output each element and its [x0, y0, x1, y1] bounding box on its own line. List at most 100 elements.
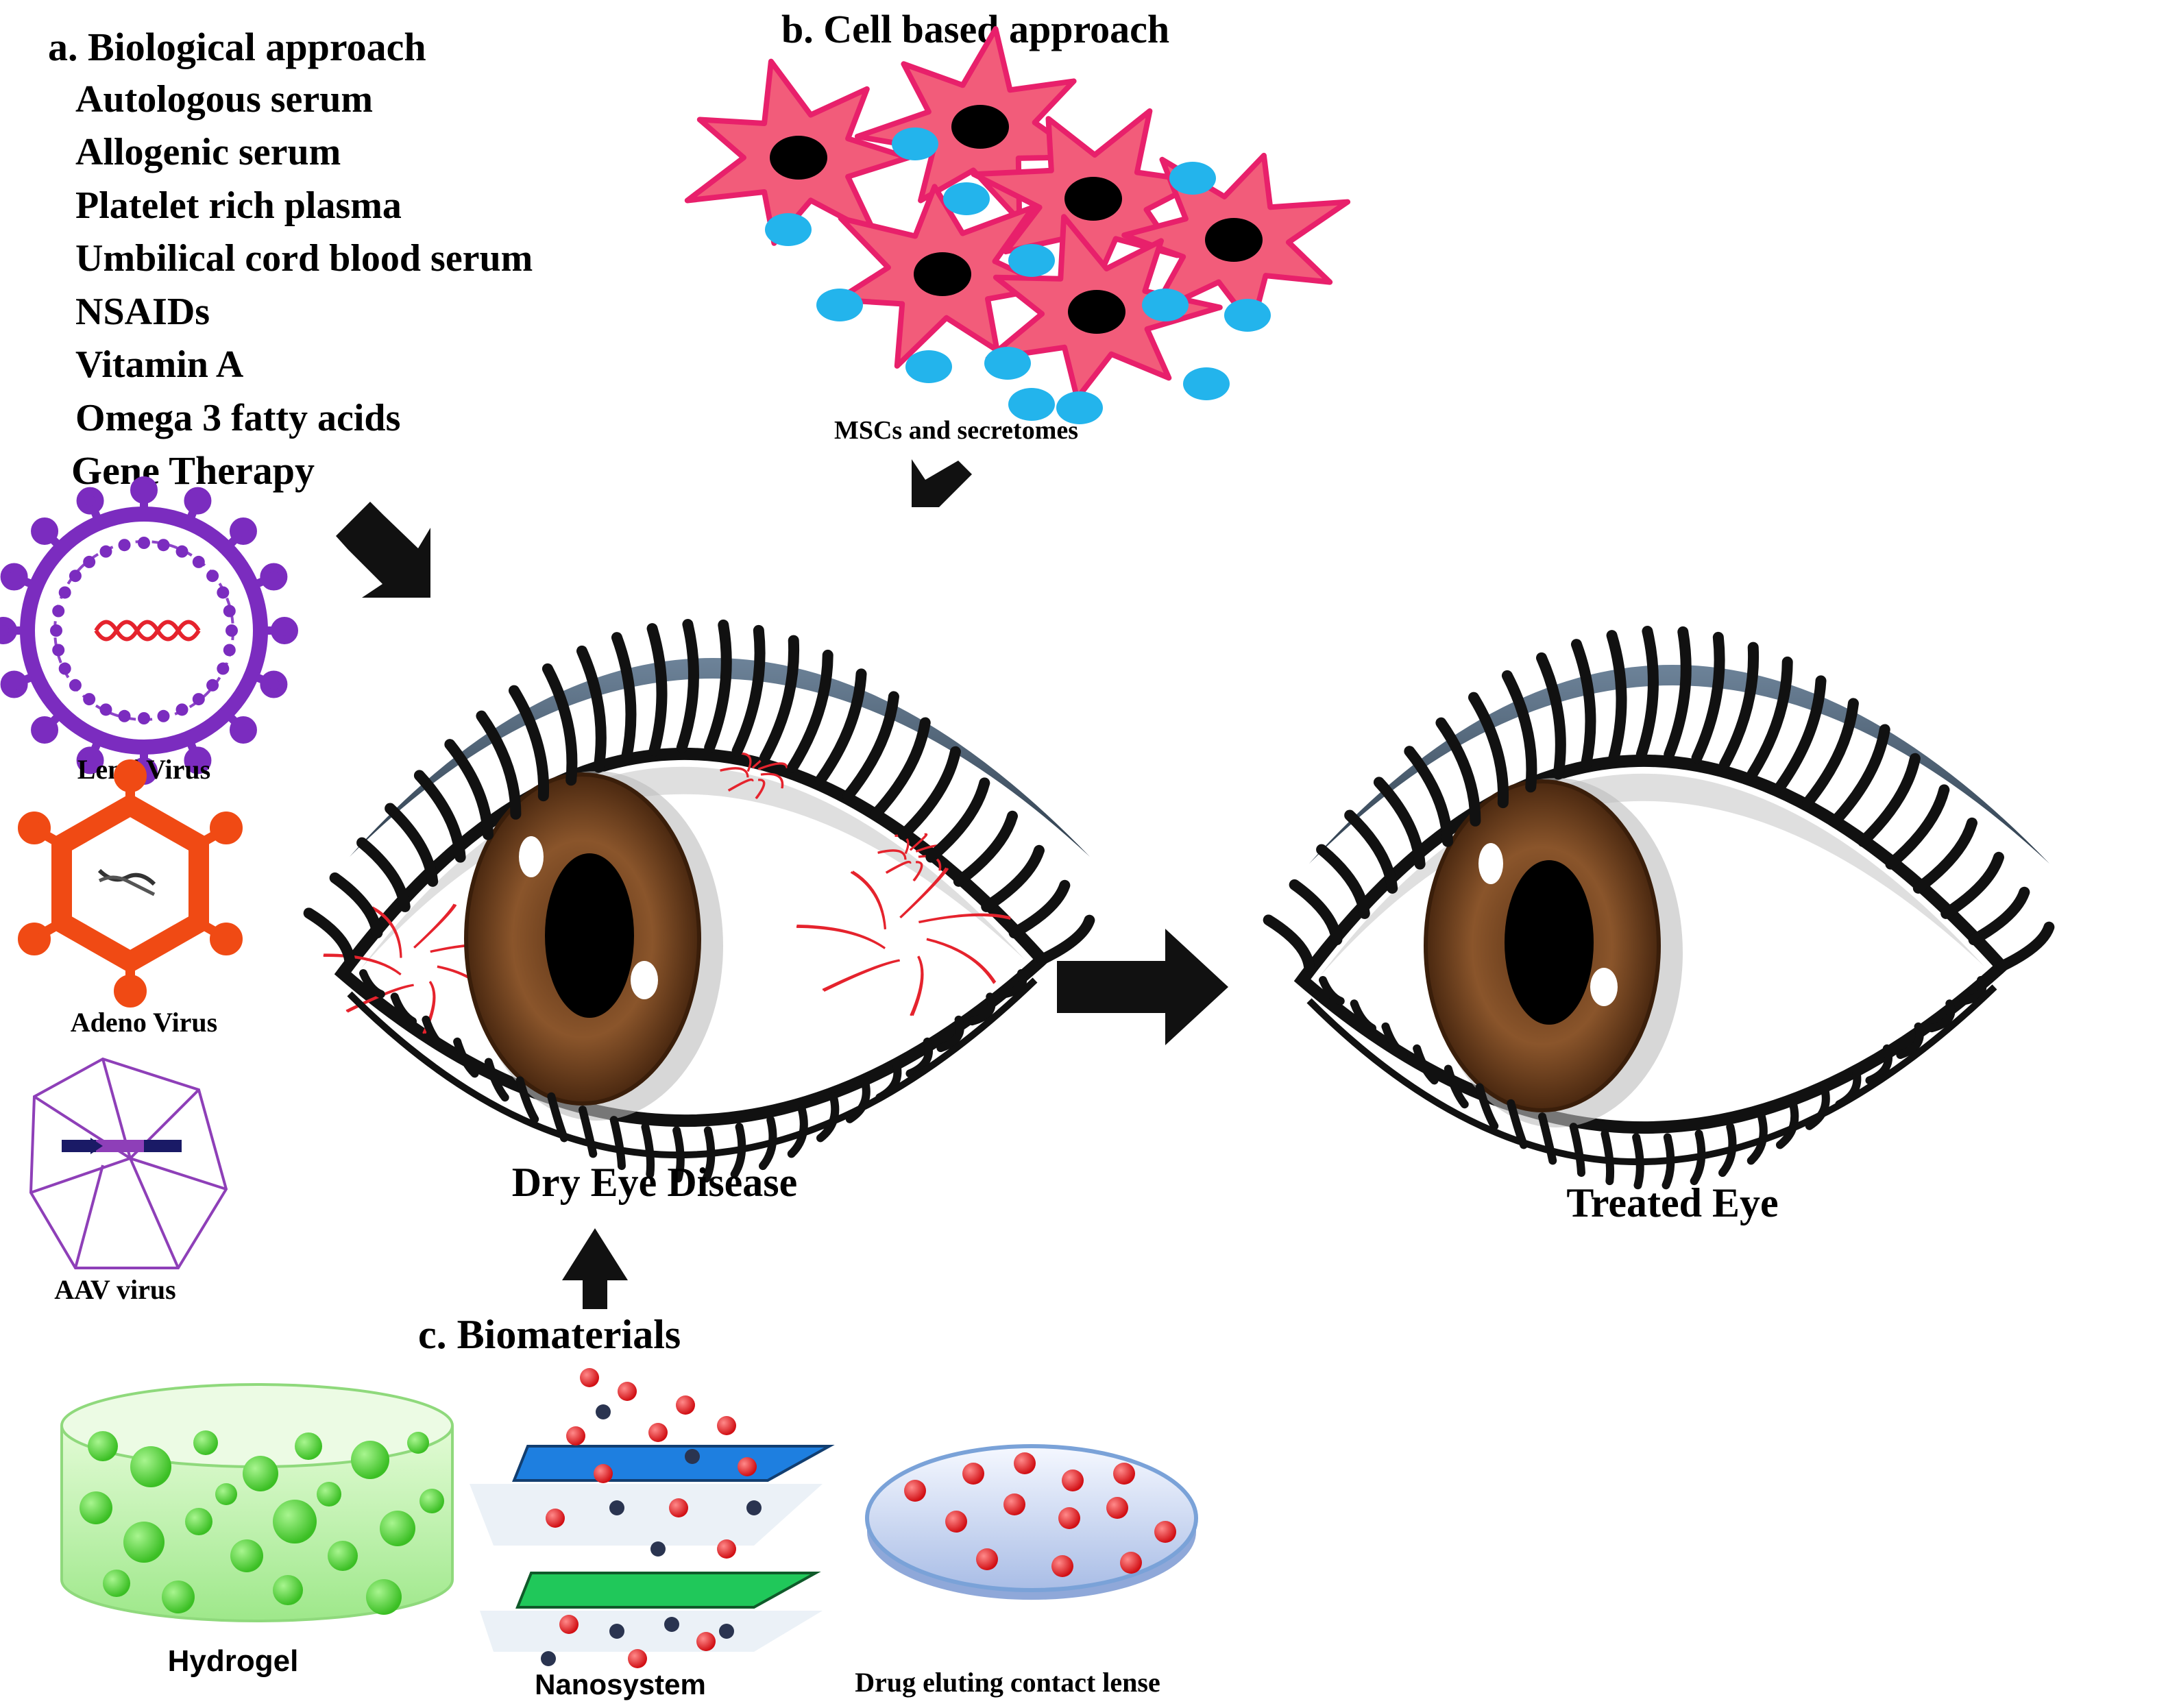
nanoparticle-drug [676, 1395, 695, 1415]
nanoparticle-carrier [650, 1541, 666, 1557]
hydrogel-bead [351, 1441, 389, 1479]
bio-item-vitamin-a: Vitamin A [75, 343, 244, 386]
lens-drug-particle [945, 1511, 967, 1533]
hydrogel-bead [193, 1430, 218, 1455]
nanoparticle-carrier [746, 1500, 762, 1515]
arrow-cells-to-eye [912, 459, 972, 507]
aav-virus-icon [29, 1057, 228, 1269]
lower-lid-line [347, 977, 1038, 1158]
lenti-virus-icon [0, 476, 298, 785]
hydrogel-bead [419, 1489, 444, 1513]
arrow-to-treated-eye [1057, 929, 1228, 1045]
nanoparticle-carrier [719, 1624, 734, 1639]
gene-therapy-label: Gene Therapy [71, 448, 315, 493]
dry-eye-disease-label: Dry Eye Disease [512, 1160, 798, 1205]
hydrogel-bead [243, 1456, 278, 1491]
lens-drug-particle [1062, 1469, 1084, 1491]
bio-item-prp: Platelet rich plasma [75, 184, 402, 227]
hydrogel-bead [328, 1541, 358, 1571]
biological-approach-list: a. Biological approach Autologous serum … [48, 25, 533, 493]
lens-drug-particle [1120, 1552, 1142, 1574]
treated-eye-label: Treated Eye [1566, 1180, 1778, 1225]
hydrogel-bead [162, 1581, 195, 1613]
hydrogel-bead [366, 1579, 402, 1615]
biological-approach-title: a. Biological approach [48, 25, 426, 69]
eye-highlight [1590, 968, 1618, 1006]
secretome-vesicle [816, 289, 863, 321]
secretome-vesicles [765, 127, 1271, 424]
nanoparticle-drug [594, 1464, 613, 1483]
msc-nucleus [951, 105, 1009, 149]
nanosystem-label: Nanosystem [535, 1668, 706, 1700]
pupil [545, 853, 634, 1018]
hydrogel-bead [130, 1446, 171, 1487]
hydrogel-bead [88, 1431, 118, 1461]
hydrogel-bead [380, 1511, 415, 1546]
dry-eye-illustration [303, 618, 1095, 1183]
nanosystem-icon [470, 1368, 835, 1668]
nanoparticle-carrier [609, 1500, 624, 1515]
contact-lens-label: Drug eluting contact lense [855, 1667, 1160, 1698]
bio-item-allogenic: Allogenic serum [75, 131, 341, 173]
msc-nucleus [1205, 218, 1263, 262]
secretome-vesicle [905, 350, 952, 383]
hydrogel-bead [215, 1483, 237, 1505]
hydrogel-bead [80, 1491, 112, 1524]
nanoparticle-drug [717, 1416, 736, 1435]
eye-highlight [1478, 843, 1503, 884]
nanoparticle-carrier [541, 1651, 556, 1666]
lens-drug-particle [1154, 1521, 1176, 1543]
secretome-vesicle [1008, 388, 1055, 421]
bio-item-nsaids: NSAIDs [75, 291, 210, 333]
upper-eyelashes [303, 618, 1095, 965]
hydrogel-bead [407, 1432, 429, 1454]
nanoparticle-carrier [609, 1624, 624, 1639]
secretome-vesicle [892, 127, 938, 160]
nanoparticle-drug [628, 1649, 647, 1668]
secretome-vesicle [1056, 391, 1103, 424]
hydrogel-label: Hydrogel [168, 1644, 299, 1678]
msc-nucleus [1068, 290, 1125, 334]
msc-nucleus [770, 136, 827, 180]
upper-eyelashes [1263, 625, 2055, 972]
lower-lid-line [1306, 984, 1997, 1165]
nanoparticle-drug [696, 1632, 716, 1651]
biomaterials-title: c. Biomaterials [418, 1312, 681, 1357]
cell-based-approach-title: b. Cell based approach [781, 7, 1169, 51]
hydrogel-bead [185, 1508, 212, 1535]
msc-cell-cluster [684, 26, 1351, 401]
msc-nucleus [914, 252, 971, 296]
adeno-virus-icon [18, 759, 243, 1008]
pupil [1505, 860, 1594, 1025]
lens-drug-particle [1058, 1507, 1080, 1529]
upper-lid-shadow [1309, 665, 2049, 864]
secretome-vesicle [1224, 299, 1271, 332]
nanoparticle-drug [669, 1498, 688, 1517]
nanoparticle-drug [566, 1426, 585, 1445]
nanoparticle-drug [738, 1457, 757, 1476]
nanoparticle-drug [580, 1368, 599, 1387]
lens-drug-particle [1113, 1463, 1135, 1485]
lens-drug-particle [1106, 1497, 1128, 1519]
hydrogel-bead [317, 1482, 341, 1506]
treated-eye-illustration [1263, 625, 2055, 1190]
hydrogel-bead [273, 1500, 317, 1544]
bio-item-autologous: Autologous serum [75, 78, 373, 121]
secretome-vesicle [943, 182, 990, 215]
bio-item-omega3: Omega 3 fatty acids [75, 397, 400, 439]
arrow-biological-to-eye [336, 502, 430, 598]
hydrogel-icon [60, 1383, 454, 1622]
bio-item-cord-blood: Umbilical cord blood serum [75, 237, 533, 280]
secretome-vesicle [1169, 162, 1216, 195]
secretome-vesicle [1008, 244, 1055, 277]
aav-virus-label: AAV virus [54, 1274, 175, 1305]
secretome-vesicle [765, 213, 812, 246]
lens-drug-particle [962, 1463, 984, 1485]
secretome-vesicle [1142, 289, 1189, 321]
lens-drug-particle [1014, 1452, 1036, 1474]
eye-highlight [519, 836, 544, 877]
secretome-vesicle [984, 347, 1031, 380]
nanoparticle-drug [618, 1382, 637, 1401]
msc-nucleus [1064, 177, 1122, 221]
